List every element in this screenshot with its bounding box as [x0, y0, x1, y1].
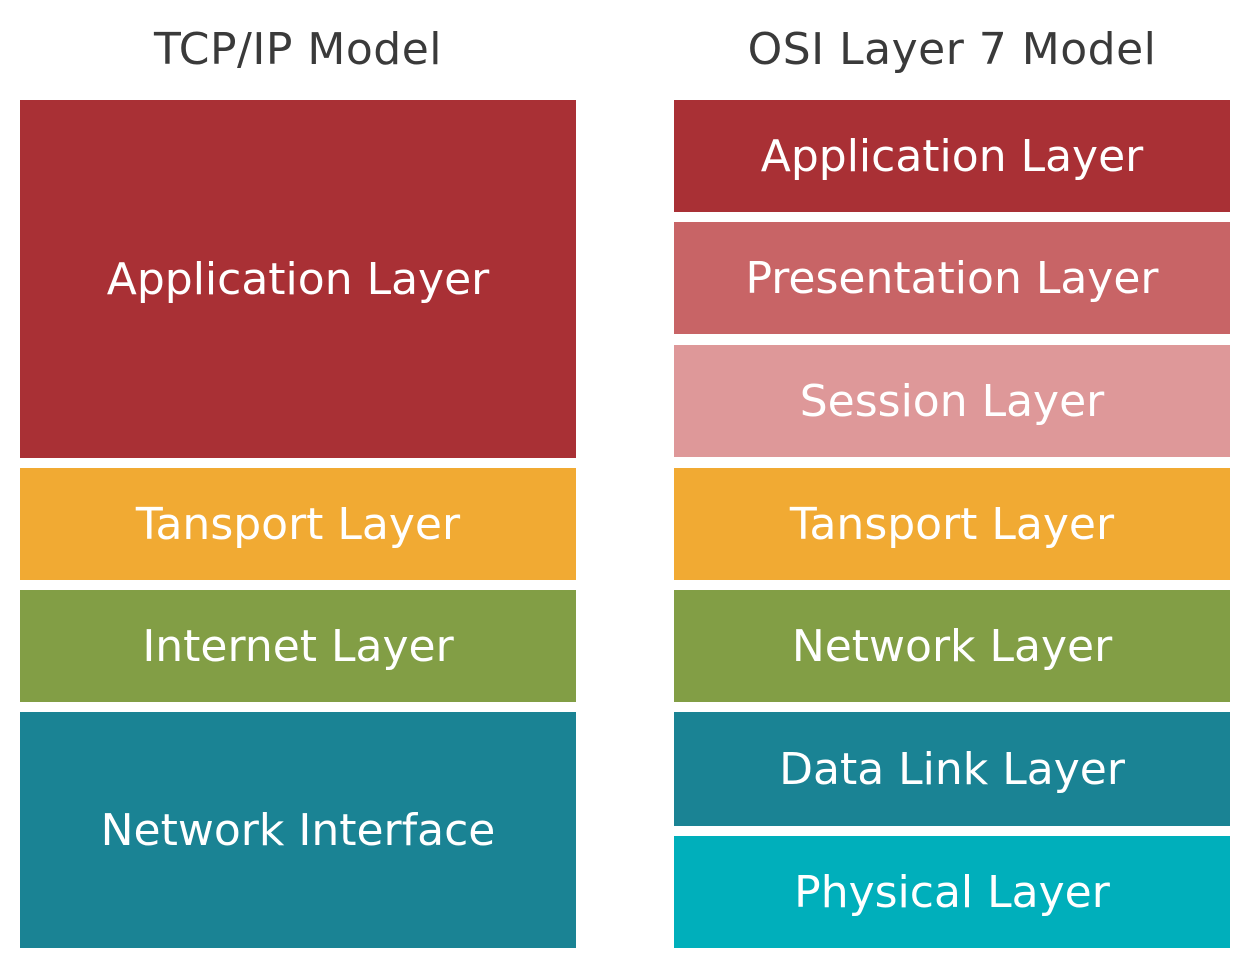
tcp-internet-layer: Internet Layer	[20, 590, 576, 702]
osi-application-layer: Application Layer	[674, 100, 1230, 212]
osi-session-layer: Session Layer	[674, 345, 1230, 457]
osi-transport-layer: Tansport Layer	[674, 468, 1230, 580]
tcp-network-interface-layer: Network Interface	[20, 712, 576, 948]
osi-model-title: OSI Layer 7 Model	[747, 24, 1157, 75]
osi-physical-layer: Physical Layer	[674, 836, 1230, 948]
tcp-transport-layer: Tansport Layer	[20, 468, 576, 580]
tcp-application-layer: Application Layer	[20, 100, 576, 458]
tcp-ip-model-title: TCP/IP Model	[154, 24, 442, 75]
osi-presentation-layer: Presentation Layer	[674, 222, 1230, 334]
osi-data-link-layer: Data Link Layer	[674, 712, 1230, 826]
osi-network-layer: Network Layer	[674, 590, 1230, 702]
